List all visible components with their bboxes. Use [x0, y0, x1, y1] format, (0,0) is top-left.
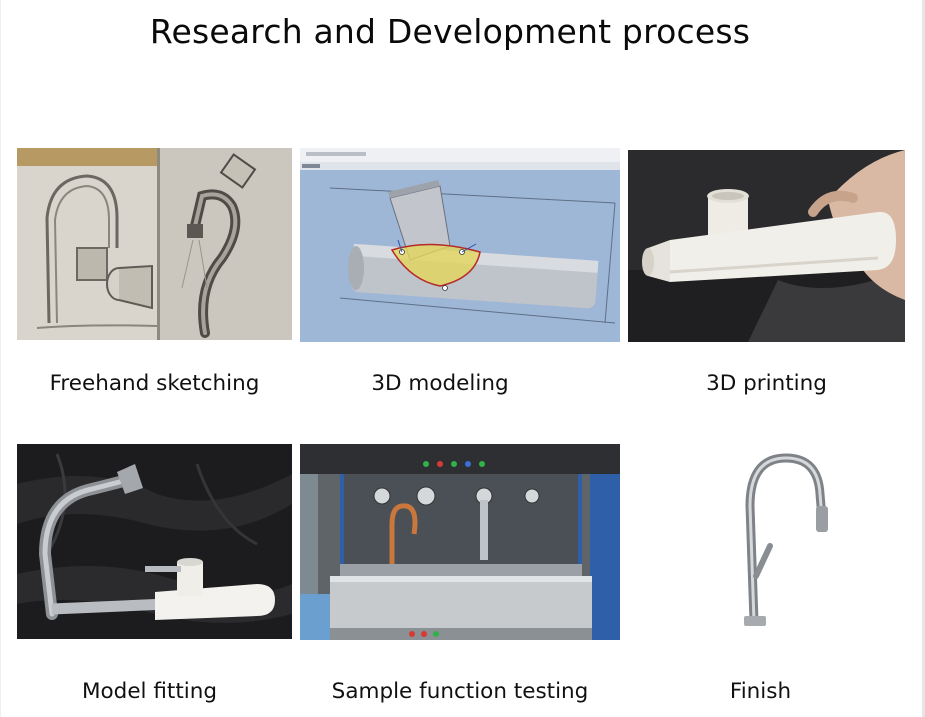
right-border	[922, 0, 925, 717]
cad-screenshot	[300, 148, 620, 342]
prototype-faucet-photo	[17, 444, 292, 639]
finished-faucet-photo	[700, 446, 850, 632]
left-border	[0, 0, 1, 717]
test-rig-photo	[300, 444, 620, 640]
caption-model-fitting: Model fitting	[81, 679, 218, 704]
caption-3d-printing: 3D printing	[706, 371, 827, 396]
sketch-photo	[17, 148, 292, 340]
caption-sample-function-testing: Sample function testing	[331, 679, 589, 704]
printed-part-photo	[628, 150, 905, 342]
caption-3d-modeling: 3D modeling	[371, 371, 509, 396]
caption-freehand-sketching: Freehand sketching	[49, 371, 260, 396]
caption-finish: Finish	[729, 679, 792, 704]
page-title: Research and Development process	[149, 12, 751, 51]
